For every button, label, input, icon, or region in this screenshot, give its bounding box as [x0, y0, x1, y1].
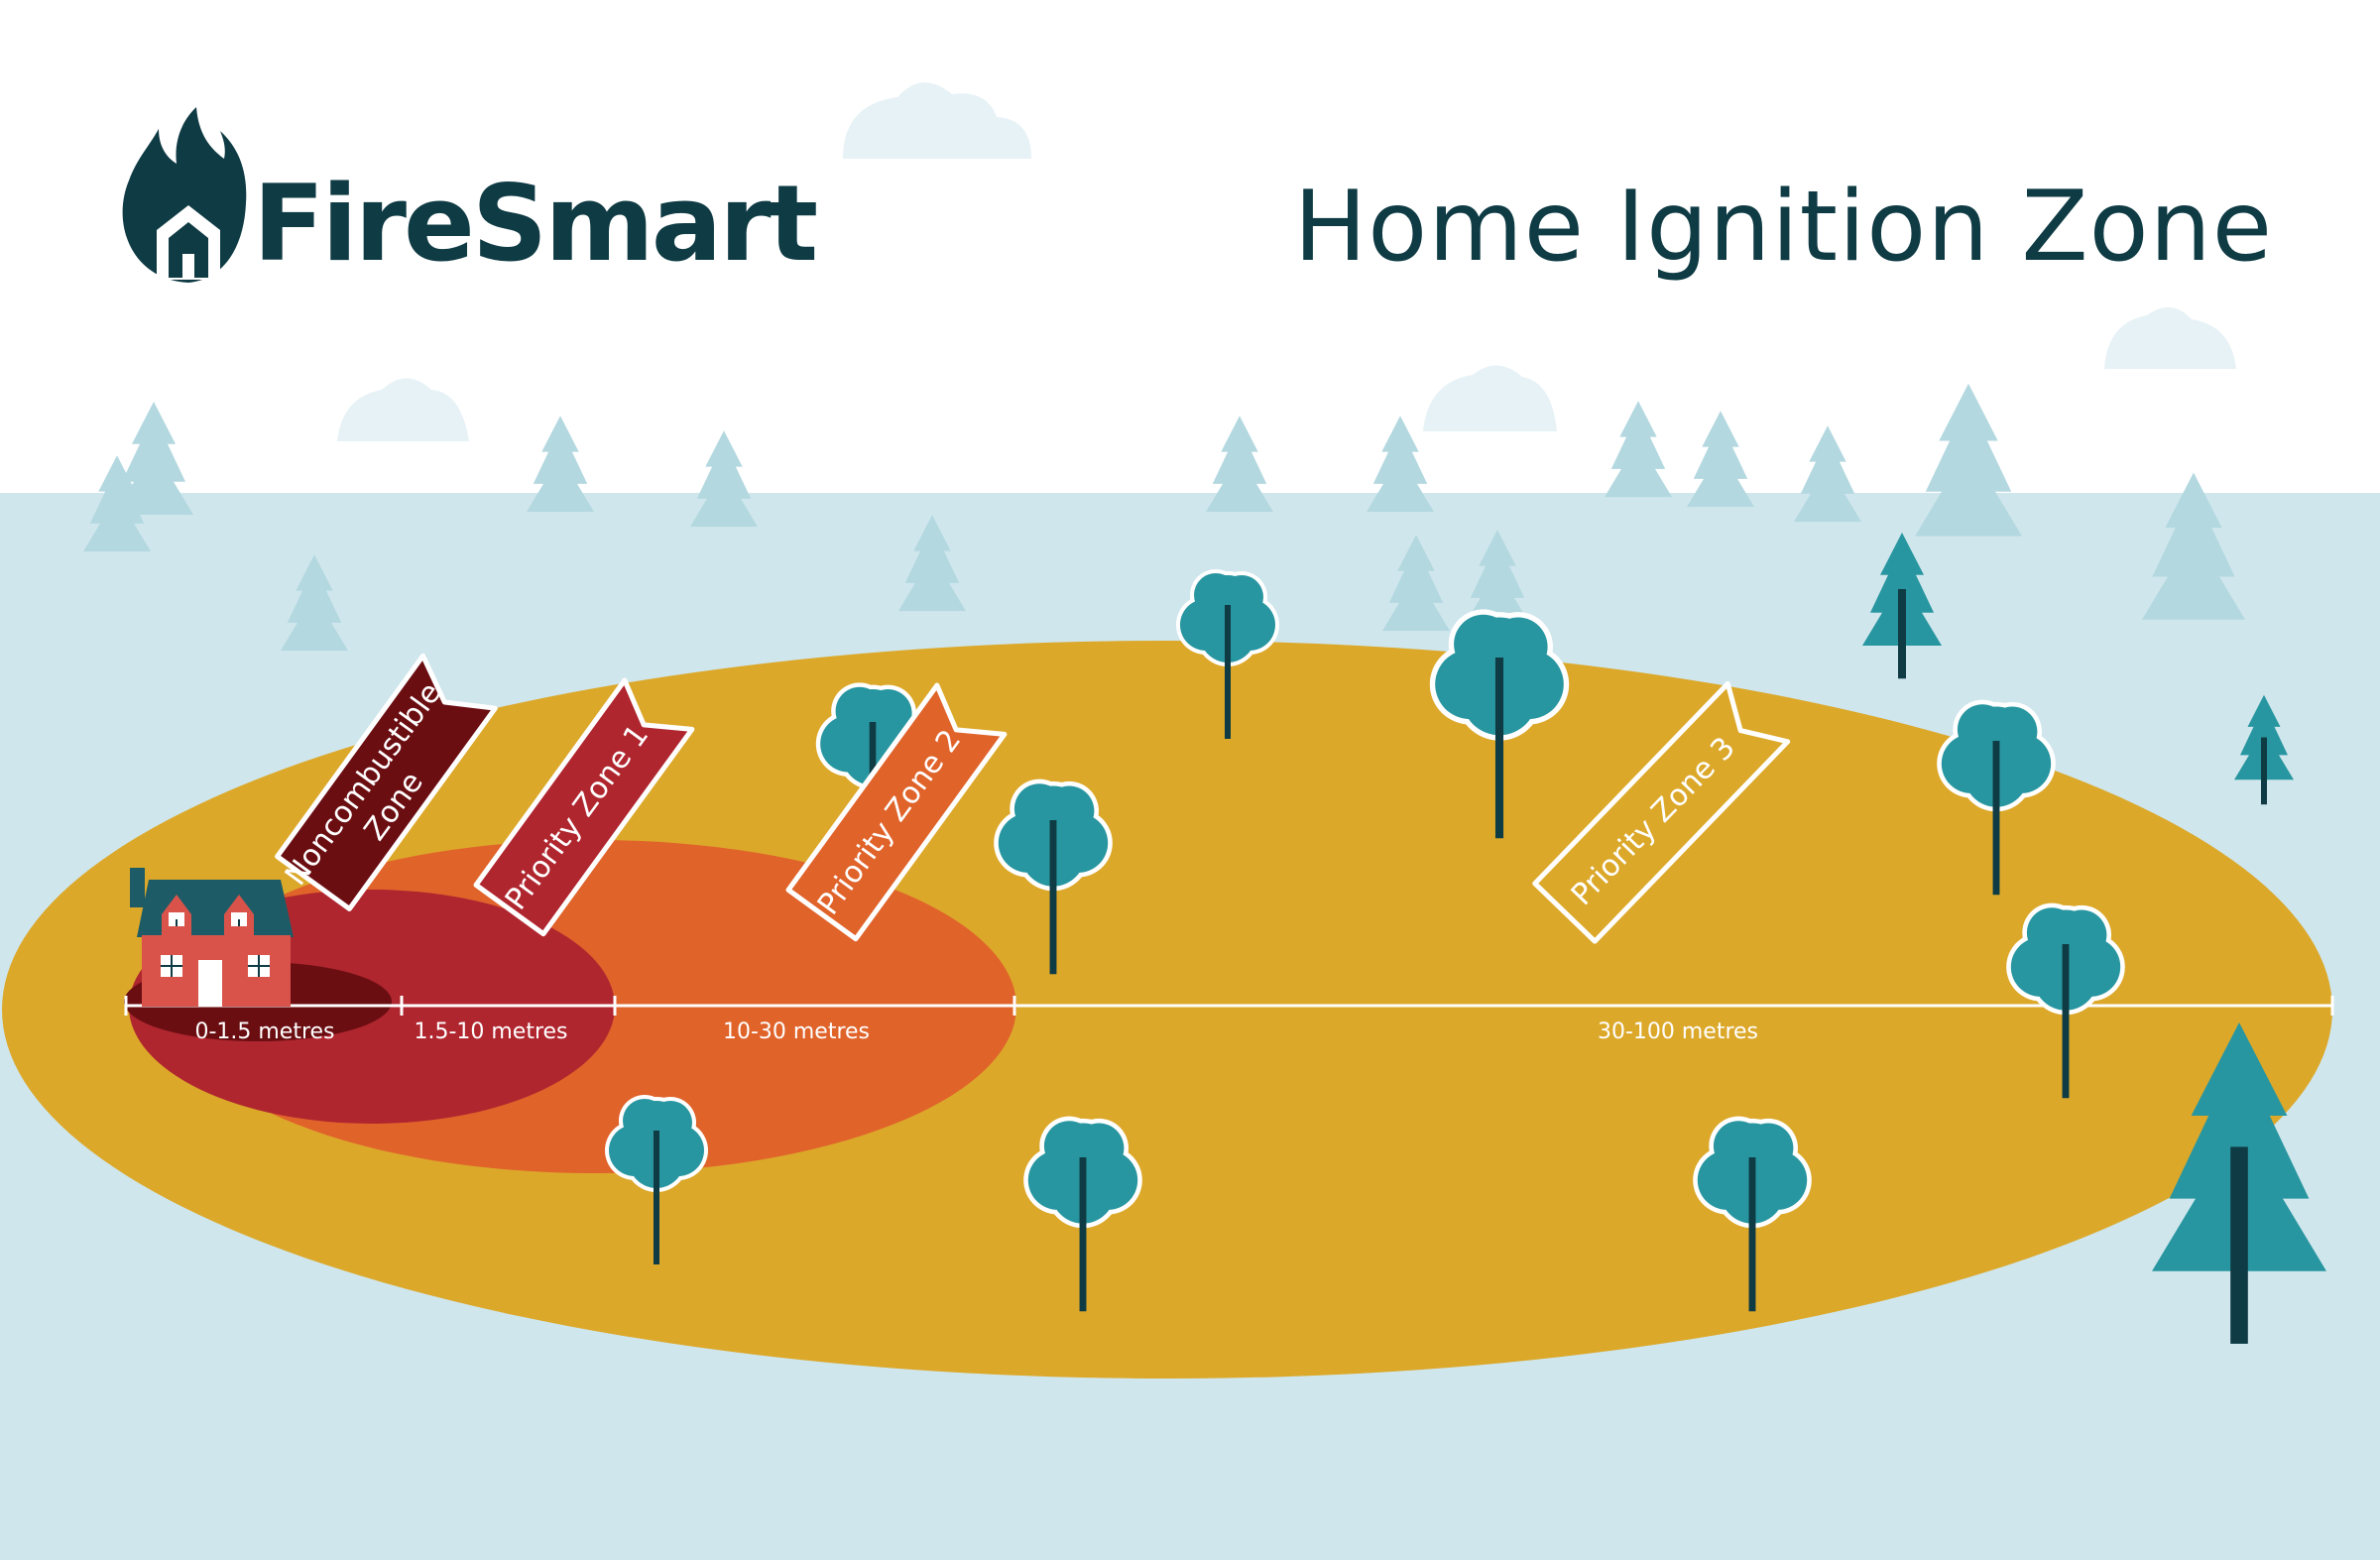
pine-tree-icon — [1915, 383, 2022, 537]
pine-tree-icon — [1605, 401, 1672, 498]
brand-name: FireSmart — [253, 163, 817, 285]
distance-label-noncombustible: 0-1.5 metres — [194, 1020, 334, 1044]
distance-label-zone-2: 10-30 metres — [723, 1020, 870, 1044]
pine-tree-icon — [1382, 535, 1450, 632]
cloud-icon — [2104, 306, 2236, 369]
pine-tree-icon — [2152, 1022, 2326, 1344]
tree-icon — [2006, 902, 2125, 1099]
tree-icon — [1693, 1116, 1812, 1312]
pine-tree-icon — [2142, 472, 2245, 620]
distance-label-zone-3: 30-100 metres — [1598, 1020, 1758, 1044]
tree-icon — [1429, 609, 1570, 839]
tree-icon — [994, 779, 1113, 975]
page-title: Home Ignition Zone — [1294, 171, 2273, 284]
pine-tree-icon — [1862, 533, 1942, 679]
pine-tree-icon — [898, 515, 966, 612]
pine-tree-icon — [83, 455, 151, 552]
pine-tree-icon — [527, 416, 594, 513]
distance-label-zone-1: 1.5-10 metres — [414, 1020, 567, 1044]
cloud-icon — [1423, 365, 1557, 431]
pine-tree-icon — [1367, 416, 1434, 513]
distance-scale — [124, 996, 2334, 1016]
tree-icon — [605, 1095, 708, 1264]
background-pine-trees — [83, 383, 2245, 652]
tree-icon — [1023, 1116, 1142, 1312]
cloud-icon — [337, 378, 469, 441]
pine-tree-icon — [690, 430, 758, 528]
flame-house-icon — [122, 107, 247, 283]
pine-tree-icon — [2234, 694, 2294, 805]
pine-tree-icon — [1206, 416, 1273, 513]
pine-tree-icon — [1794, 425, 1861, 523]
flag-priority-zone-3: Priority Zone 3 — [1532, 680, 1791, 944]
cloud-icon — [843, 82, 1031, 159]
tree-icon — [1937, 699, 2056, 896]
pine-tree-icon — [281, 554, 348, 652]
foreground-trees — [605, 533, 2326, 1344]
pine-tree-icon — [114, 402, 193, 515]
pine-tree-icon — [1464, 530, 1531, 627]
pine-tree-icon — [1687, 411, 1754, 508]
house-icon — [130, 868, 294, 1007]
tree-icon — [1176, 569, 1279, 739]
